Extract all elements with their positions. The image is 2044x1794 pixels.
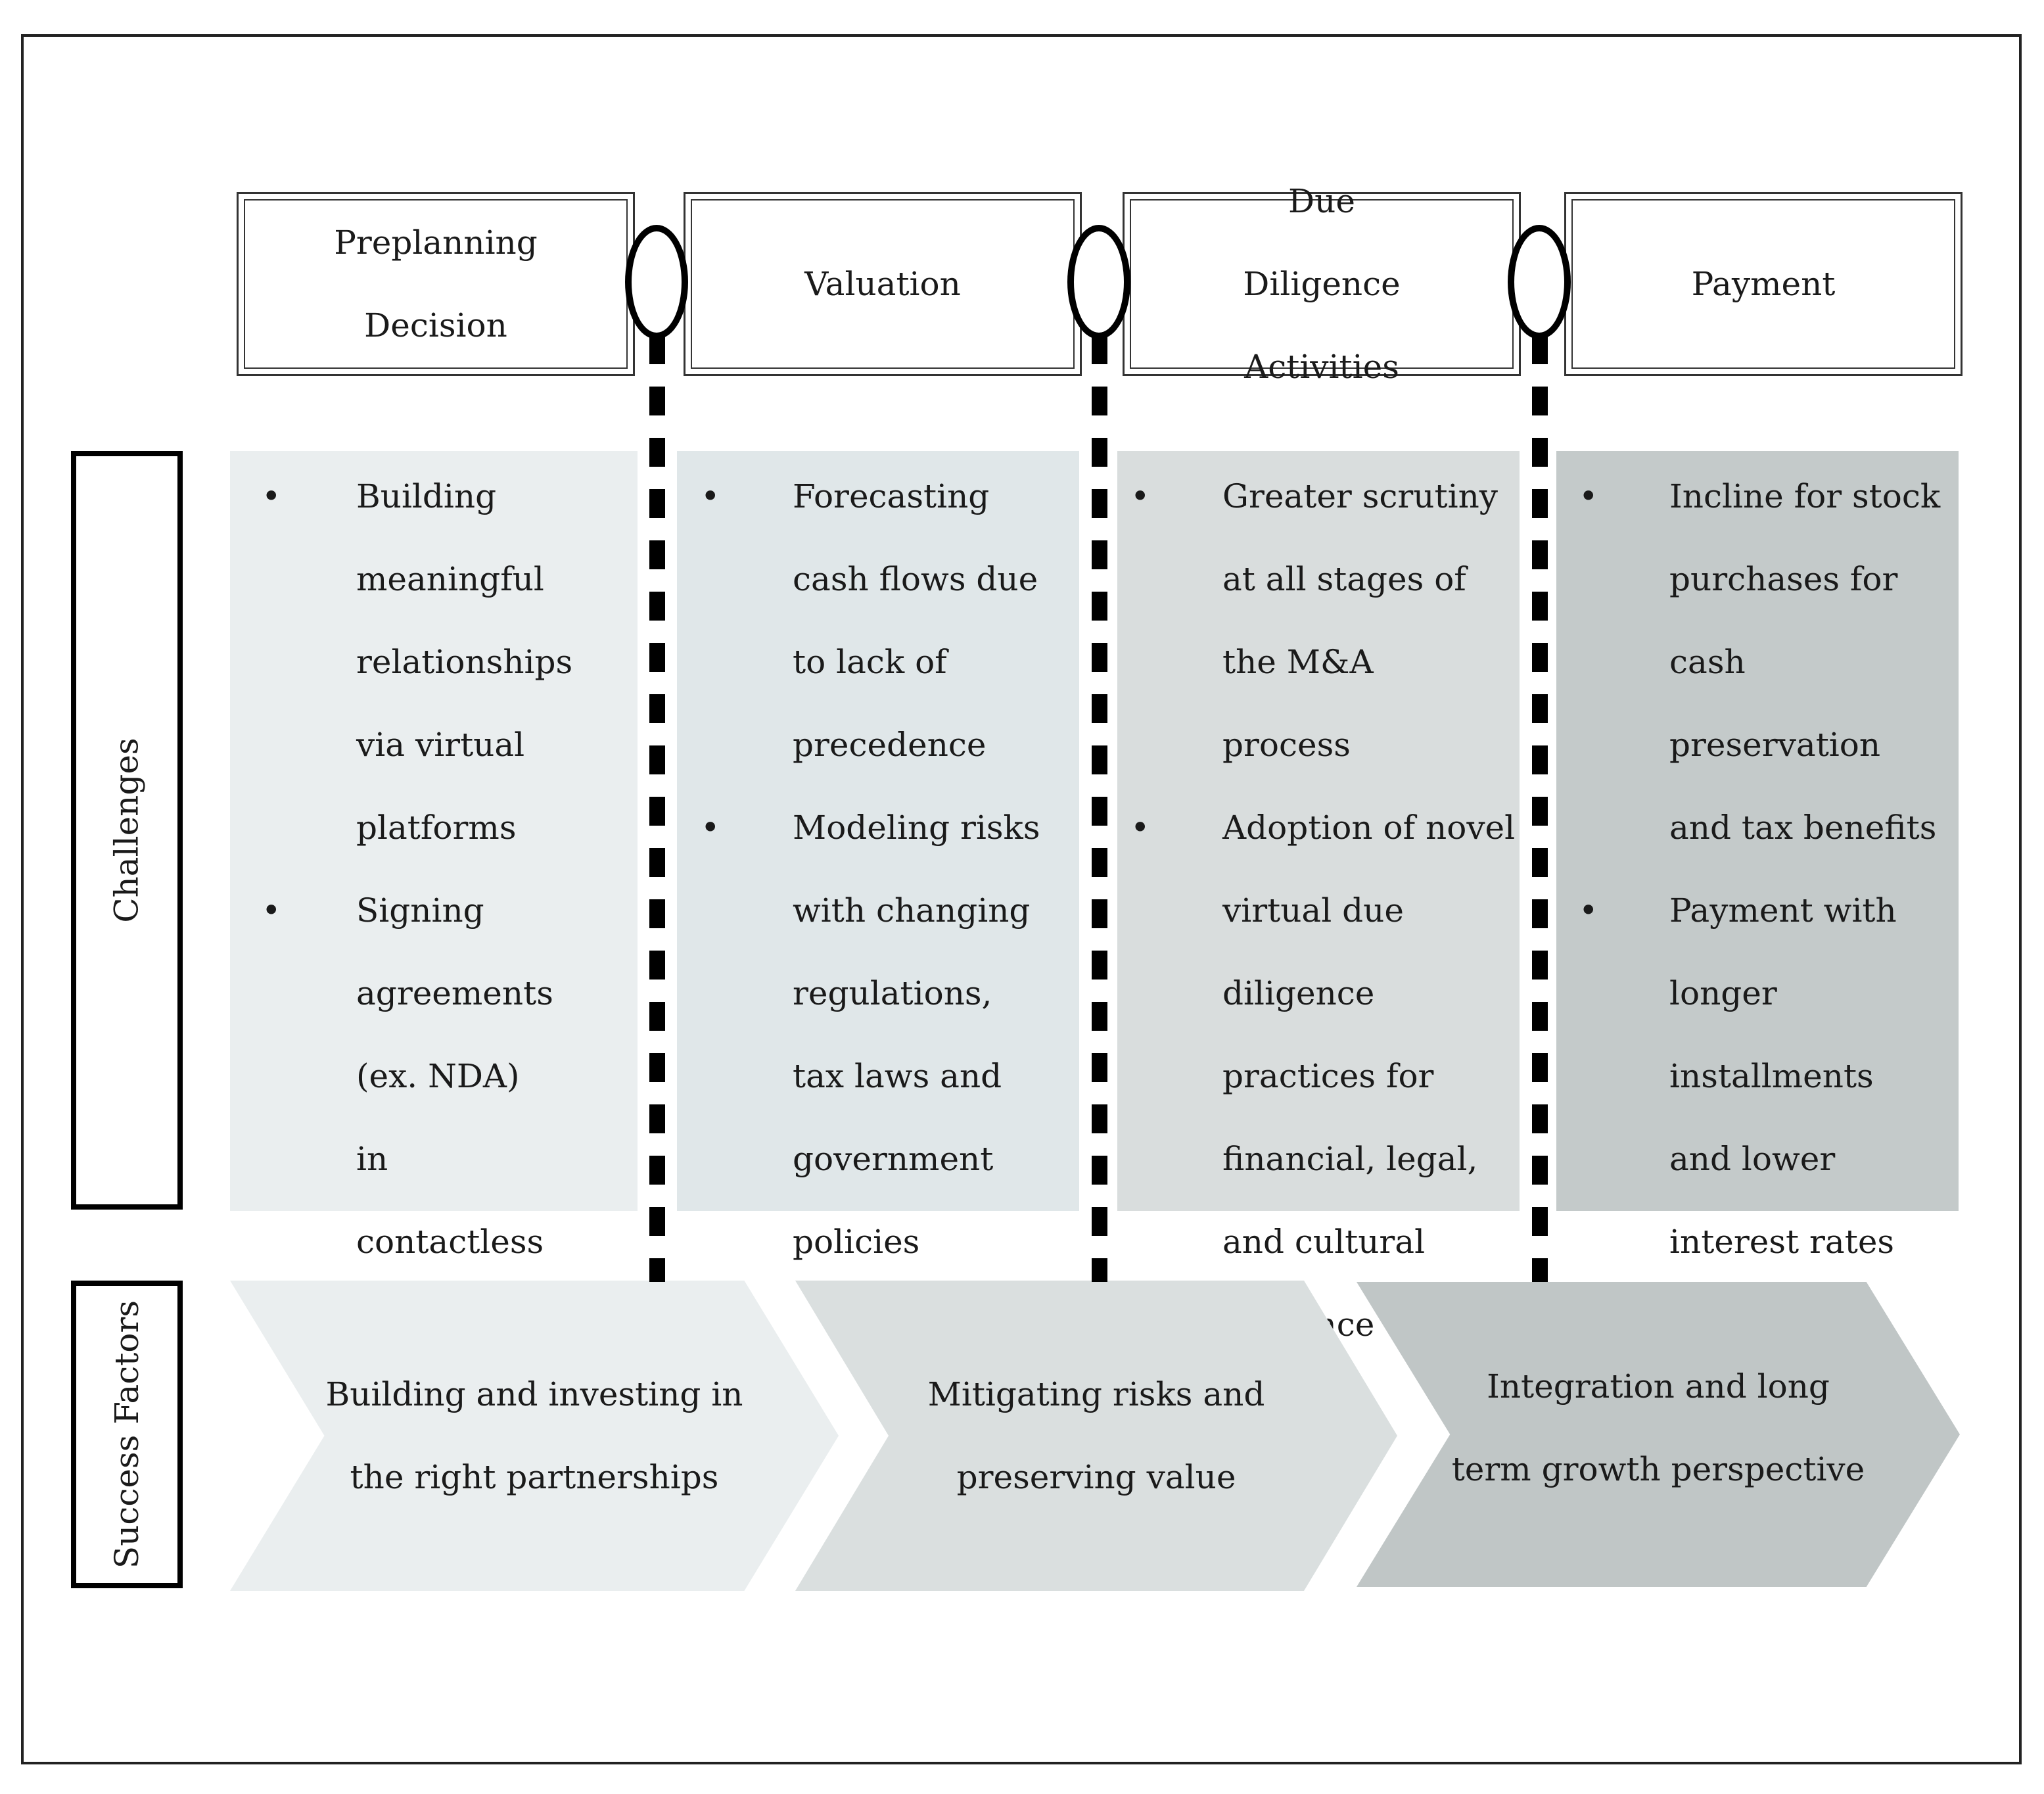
bullet-icon: • [262,477,281,515]
challenges-label-box: Challenges [71,451,183,1210]
success-factors-label-box: Success Factors [71,1281,183,1588]
diagram-frame [21,34,2022,1764]
challenges-panel-valuation: • Forecasting cash flows due to lack of … [677,451,1079,1261]
challenge-item: • Incline for stock purchases for cash p… [1556,455,1959,869]
challenge-list: • Incline for stock purchases for cash p… [1556,455,1959,1283]
connector-node-1 [625,225,688,339]
challenge-text: Signing agreements (ex. NDA) in contactl… [356,891,553,1344]
stage-payment: Payment [1564,192,1963,376]
success-factor-arrow-2: Mitigating risks and preserving value [795,1281,1397,1591]
stage-valuation: Valuation [684,192,1082,376]
connector-node-2 [1067,225,1130,339]
bullet-icon: • [1579,477,1598,515]
challenge-list: • Greater scrutiny at all stages of the … [1117,455,1520,1366]
success-factor-label: Integration and long term growth perspec… [1451,1367,1865,1488]
challenge-text: Modeling risks with changing regulations… [793,809,1040,1261]
challenge-item: • Building meaningful relationships via … [230,455,638,869]
stage-label: Preplanning Decision [334,224,538,344]
dashed-divider-2 [1092,335,1107,1282]
success-factor-arrow-3: Integration and long term growth perspec… [1357,1282,1960,1587]
challenge-item: • Forecasting cash flows due to lack of … [677,455,1079,786]
challenge-text: Greater scrutiny at all stages of the M&… [1222,477,1498,764]
success-factor-arrow-1: Building and investing in the right part… [230,1281,839,1591]
bullet-icon: • [262,891,281,930]
challenge-item: • Payment with longer installments and l… [1556,869,1959,1283]
stage-label: Payment [1691,265,1836,303]
success-factor-label: Building and investing in the right part… [325,1375,743,1496]
challenge-item: • Adoption of novel virtual due diligenc… [1117,786,1520,1366]
challenge-item: • Greater scrutiny at all stages of the … [1117,455,1520,786]
bullet-icon: • [701,809,720,847]
challenges-panel-payment: • Incline for stock purchases for cash p… [1556,451,1959,1261]
stage-due-diligence-activities: Due Diligence Activities [1123,182,1521,386]
dashed-divider-1 [649,335,665,1282]
stage-label: Valuation [804,265,961,303]
challenge-list: • Building meaningful relationships via … [230,455,638,1366]
stage-label: Due Diligence Activities [1243,182,1401,386]
challenges-label: Challenges [108,738,146,923]
bullet-icon: • [1130,809,1150,847]
connector-node-3 [1508,225,1571,339]
success-factors-label: Success Factors [108,1300,147,1569]
success-factor-label: Mitigating risks and preserving value [927,1375,1265,1496]
challenges-panel-preplanning: • Building meaningful relationships via … [230,451,638,1344]
challenge-item: • Signing agreements (ex. NDA) in contac… [230,869,638,1366]
challenge-text: Incline for stock purchases for cash pre… [1669,477,1941,847]
challenge-text: Building meaningful relationships via vi… [356,477,573,847]
challenge-item: • Modeling risks with changing regulatio… [677,786,1079,1283]
bullet-icon: • [1579,891,1598,930]
challenge-text: Adoption of novel virtual due diligence … [1222,809,1516,1344]
bullet-icon: • [701,477,720,515]
dashed-divider-3 [1532,335,1548,1282]
challenges-panel-due-diligence: • Greater scrutiny at all stages of the … [1117,451,1520,1344]
challenge-list: • Forecasting cash flows due to lack of … [677,455,1079,1283]
stage-preplanning-decision: Preplanning Decision [237,192,635,376]
challenge-text: Forecasting cash flows due to lack of pr… [793,477,1038,764]
challenge-text: Payment with longer installments and low… [1669,891,1897,1261]
bullet-icon: • [1130,477,1150,515]
